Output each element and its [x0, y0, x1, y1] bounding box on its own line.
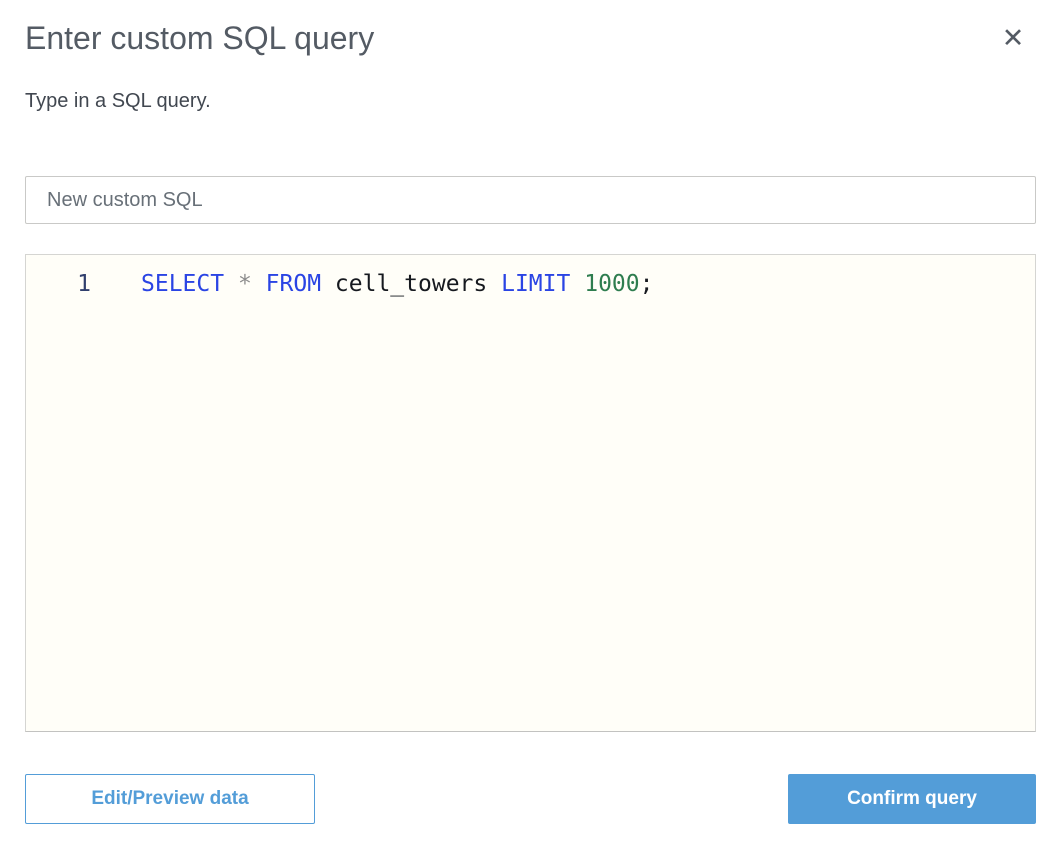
code-token: 1000	[584, 271, 640, 297]
edit-preview-data-button[interactable]: Edit/Preview data	[25, 774, 315, 824]
code-token: SELECT	[141, 271, 225, 297]
code-token: ;	[639, 271, 654, 297]
code-token: cell_towers	[334, 271, 488, 297]
confirm-query-button[interactable]: Confirm query	[788, 774, 1036, 824]
code-token: *	[237, 271, 252, 297]
dialog-subtitle: Type in a SQL query.	[25, 90, 211, 112]
code-token	[570, 271, 584, 297]
dialog-footer: Edit/Preview data Confirm query	[25, 774, 1036, 824]
sql-code-text[interactable]: SELECT * FROM cell_towers LIMIT 1000;	[91, 269, 653, 299]
page-title: Enter custom SQL query	[25, 20, 375, 56]
query-name-input[interactable]	[25, 176, 1036, 224]
code-token	[321, 271, 335, 297]
code-token: LIMIT	[501, 271, 571, 297]
code-token	[252, 271, 266, 297]
dialog-header: Enter custom SQL query ✕	[25, 18, 1036, 58]
code-token	[224, 271, 238, 297]
code-token	[487, 271, 501, 297]
line-number: 1	[77, 271, 91, 297]
close-icon[interactable]: ✕	[995, 20, 1031, 56]
code-token: FROM	[265, 271, 322, 297]
code-line: 1 SELECT * FROM cell_towers LIMIT 1000;	[26, 269, 1035, 299]
sql-code-editor[interactable]: 1 SELECT * FROM cell_towers LIMIT 1000;	[25, 254, 1036, 732]
